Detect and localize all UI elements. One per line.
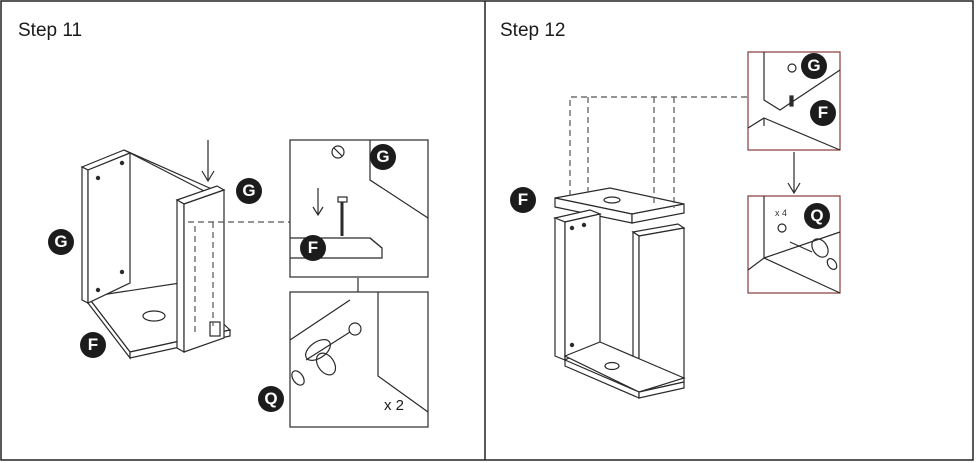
step11-cam-quantity: x 2	[384, 397, 405, 414]
part-badge-f-bottom: F	[80, 332, 106, 358]
part-badge-f-top: F	[510, 187, 536, 213]
part-badge-q-detail: Q	[258, 386, 284, 412]
part-badge-f-detail: F	[300, 235, 326, 261]
part-badge-q-step12-detail: Q	[804, 203, 830, 229]
step11-title: Step 11	[18, 20, 83, 41]
step12-title: Step 12	[500, 20, 566, 41]
step12-detail-arrow	[787, 152, 801, 195]
part-badge-f-step12-detail: F	[810, 100, 836, 126]
step12-cabinet-assembly	[552, 187, 686, 399]
step11-leader-lines	[188, 221, 290, 334]
step11-detail-bottom	[289, 291, 429, 428]
insert-arrow	[201, 140, 215, 183]
step12-leader-lines	[569, 96, 748, 208]
step12-cam-quantity: x 4	[775, 208, 788, 218]
part-badge-g-right: G	[236, 178, 262, 204]
part-badge-g-left: G	[48, 229, 74, 255]
part-badge-g-step12-detail: G	[801, 53, 827, 79]
part-badge-g-detail: G	[370, 144, 396, 170]
